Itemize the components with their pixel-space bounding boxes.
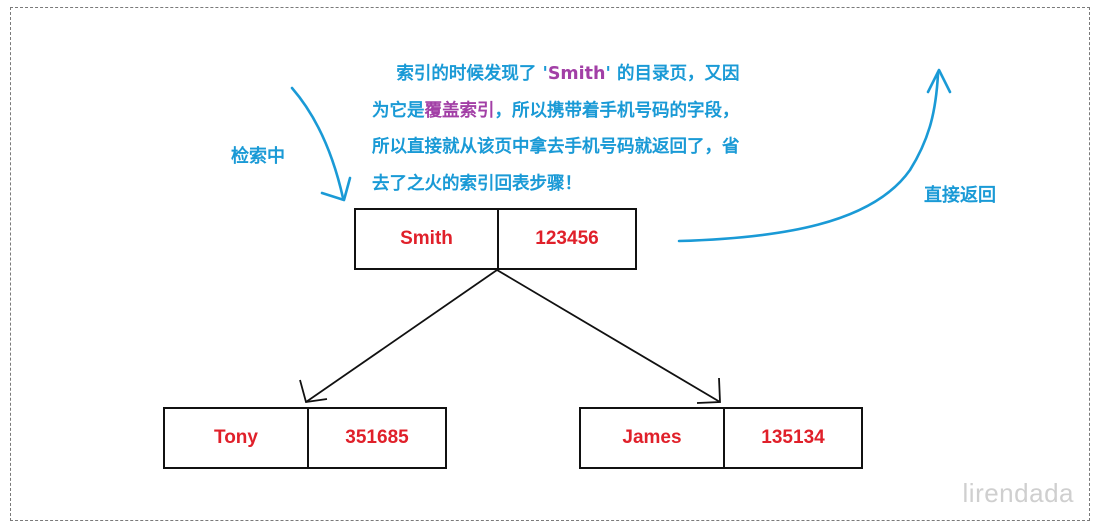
root-node: Smith 123456 — [354, 208, 637, 270]
note-covering-index-highlight: 覆盖索引 — [424, 100, 495, 121]
note-line-2: 为它是覆盖索引，所以携带着手机号码的字段， — [372, 100, 740, 121]
right-child-node: James 135134 — [579, 407, 863, 469]
watermark: lirendada — [962, 478, 1074, 508]
return-arrowhead — [926, 68, 952, 94]
search-arrow — [290, 86, 345, 200]
return-arrow — [677, 72, 940, 243]
edge-left-arrowhead — [299, 379, 328, 404]
right-child-value: 135134 — [761, 427, 825, 448]
edge-root-left — [305, 269, 498, 403]
note-line-1: 索引的时候发现了 'Smith' 的目录页，又因 — [396, 64, 740, 84]
left-child-key: Tony — [165, 409, 309, 467]
explanation-note: 索引的时候发现了 'Smith' 的目录页，又因 为它是覆盖索引，所以携带着手机… — [372, 56, 832, 202]
note-line-3: 所以直接就从该页中拿去手机号码就返回了，省 — [372, 137, 740, 157]
right-child-key: James — [581, 409, 725, 467]
note-line-4: 去了之火的索引回表步骤！ — [372, 173, 582, 194]
left-child-value: 351685 — [345, 427, 409, 448]
root-value: 123456 — [535, 228, 599, 249]
diagram-frame — [10, 7, 1090, 521]
return-directly-label: 直接返回 — [924, 185, 996, 206]
root-key: Smith — [356, 210, 499, 268]
left-child-node: Tony 351685 — [163, 407, 447, 469]
search-arrowhead — [320, 176, 352, 202]
edge-right-arrowhead — [696, 377, 721, 404]
searching-label: 检索中 — [231, 146, 285, 167]
note-key-highlight: Smith — [547, 64, 606, 84]
tree-edges — [299, 269, 721, 404]
edge-root-right — [496, 269, 721, 403]
